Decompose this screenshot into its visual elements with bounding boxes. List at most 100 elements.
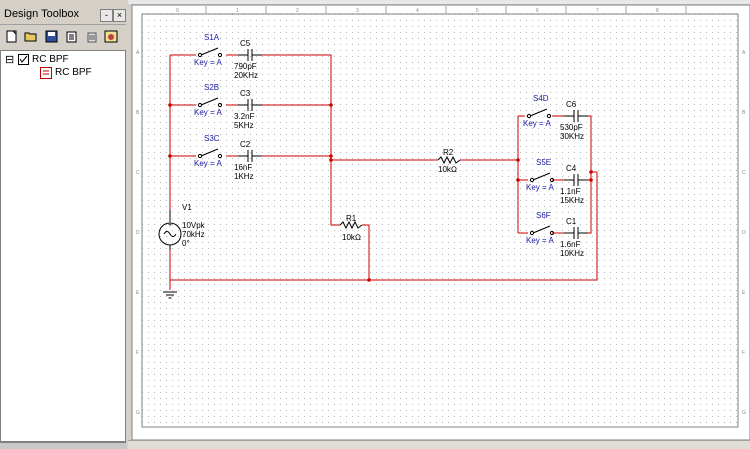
row-label-right: A [742, 50, 746, 56]
switch-key: Key = A [194, 108, 222, 117]
source-ref: V1 [182, 203, 192, 212]
capacitor-note: 1KHz [234, 172, 254, 181]
switch-2[interactable]: S2B Key = A [194, 83, 222, 117]
capacitor-ref: C6 [566, 100, 577, 109]
row-label-right: E [742, 290, 746, 296]
column-label: 0 [176, 8, 179, 14]
r2-value: 10kΩ [438, 165, 457, 174]
row-label-left: F [136, 350, 139, 356]
capacitor-note: 5KHz [234, 121, 254, 130]
column-label: 4 [416, 8, 419, 14]
ac-source-v1[interactable]: + V1 10Vpk 70kHz 0° [158, 203, 206, 250]
switch-1[interactable]: S1A Key = A [194, 33, 222, 67]
switch-5[interactable]: S5E Key = A [526, 158, 554, 192]
switch-key: Key = A [194, 58, 222, 67]
switch-ref: S6F [536, 211, 551, 220]
switch-key: Key = A [526, 236, 554, 245]
row-label-left: D [136, 230, 140, 236]
toolbox-toolbar [0, 26, 126, 48]
design-tree: ⊟ RC BPF RC BPF [0, 50, 126, 442]
top-strip [128, 0, 750, 4]
switch-ref: S2B [204, 83, 219, 92]
svg-text:+: + [168, 222, 172, 229]
r1-ref: R1 [346, 214, 357, 223]
switch-key: Key = A [194, 159, 222, 168]
row-label-right: B [742, 110, 746, 116]
capacitor-note: 20KHz [234, 71, 258, 80]
switch-ref: S1A [204, 33, 220, 42]
delete-icon[interactable] [84, 30, 98, 43]
tree-item-design[interactable]: RC BPF [32, 54, 69, 65]
sheet-icon [40, 67, 52, 82]
open-icon[interactable] [24, 30, 38, 43]
collapse-icon[interactable]: ⊟ [5, 54, 15, 66]
wires [169, 54, 598, 290]
r1-value: 10kΩ [342, 233, 361, 242]
design-icon [18, 54, 29, 68]
row-label-right: G [742, 410, 746, 416]
capacitor-value: 1.1nF [560, 187, 581, 196]
column-label: 6 [536, 8, 539, 14]
switch-key: Key = A [523, 119, 551, 128]
save-icon[interactable] [44, 30, 58, 43]
capacitor-note: 15KHz [560, 196, 584, 205]
ground-icon[interactable] [163, 291, 177, 299]
new-sheet-icon[interactable] [64, 30, 78, 43]
column-label: 7 [596, 8, 599, 14]
capacitor-value: 790pF [234, 62, 257, 71]
capacitor-ref: C1 [566, 217, 577, 226]
column-label: 3 [356, 8, 359, 14]
switch-ref: S4D [533, 94, 549, 103]
capacitor-ref: C3 [240, 89, 251, 98]
design-toolbox-panel: Design Toolbox - × ⊟ RC BPF RC B [0, 6, 126, 449]
row-label-left: G [136, 410, 140, 416]
source-frequency: 70kHz [182, 230, 205, 239]
hierarchy-icon[interactable] [104, 30, 118, 43]
column-label: 1 [236, 8, 239, 14]
switch-ref: S5E [536, 158, 551, 167]
capacitor-note: 30KHz [560, 132, 584, 141]
tree-item-sheet[interactable]: RC BPF [55, 67, 92, 78]
switch-key: Key = A [526, 183, 554, 192]
switch-ref: S3C [204, 134, 220, 143]
r2-ref: R2 [443, 148, 454, 157]
toolbox-tabs [0, 442, 126, 449]
row-label-right: C [742, 170, 746, 176]
row-label-left: B [136, 110, 140, 116]
column-label: 2 [296, 8, 299, 14]
row-label-left: C [136, 170, 140, 176]
toolbox-titlebar: Design Toolbox - × [0, 6, 126, 25]
capacitor-ref: C5 [240, 39, 251, 48]
new-design-icon[interactable] [4, 30, 18, 43]
toolbox-title: Design Toolbox [4, 8, 80, 20]
switch-3[interactable]: S3C Key = A [194, 134, 222, 168]
capacitor-value: 16nF [234, 163, 252, 172]
capacitor-value: 530pF [560, 123, 583, 132]
capacitor-ref: C2 [240, 140, 251, 149]
capacitor-ref: C4 [566, 164, 577, 173]
source-amplitude: 10Vpk [182, 221, 206, 230]
junctions [168, 103, 593, 282]
switch-4[interactable]: S4D Key = A [523, 94, 551, 128]
row-label-left: E [136, 290, 140, 296]
row-label-left: A [136, 50, 140, 56]
source-phase: 0° [182, 239, 190, 248]
close-button[interactable]: × [113, 9, 126, 22]
resistor-r1[interactable]: R1 10kΩ [339, 214, 363, 242]
switch-6[interactable]: S6F Key = A [526, 211, 554, 245]
resistor-r2[interactable]: R2 10kΩ [437, 148, 461, 174]
column-label: 5 [476, 8, 479, 14]
minimize-button[interactable]: - [100, 9, 113, 22]
column-label: 8 [656, 8, 659, 14]
horizontal-scrollbar[interactable] [128, 440, 750, 449]
capacitor-note: 10KHz [560, 249, 584, 258]
row-label-right: F [742, 350, 745, 356]
